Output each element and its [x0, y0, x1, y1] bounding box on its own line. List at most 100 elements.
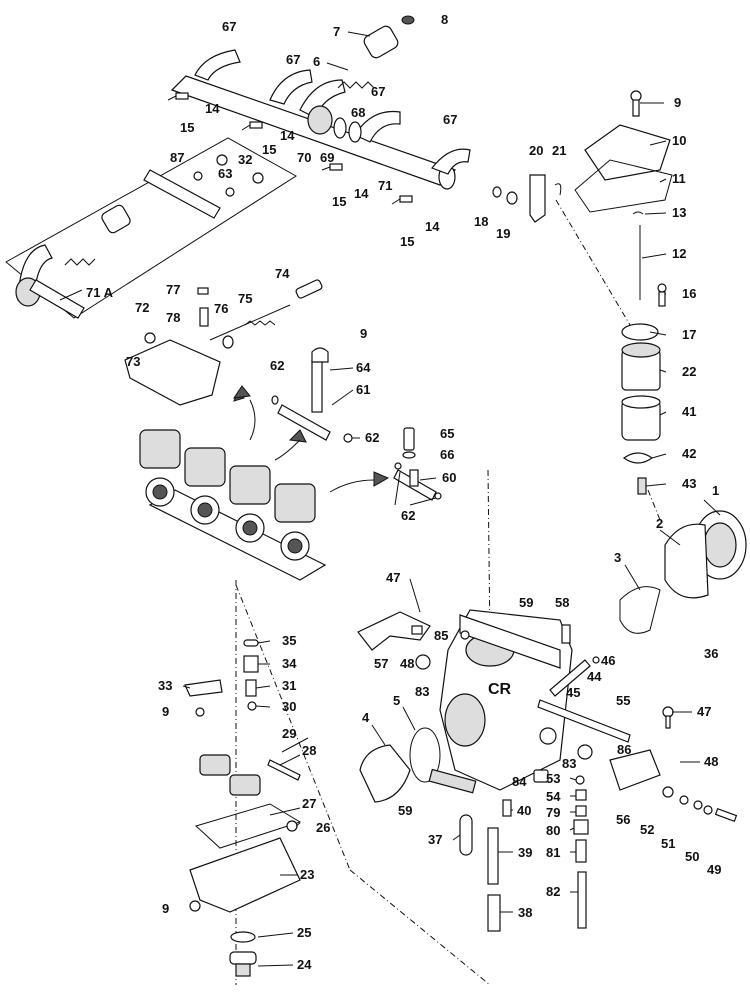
- part-label-2: 2: [656, 516, 663, 531]
- part-label-79: 79: [546, 805, 560, 820]
- part-label-53: 53: [546, 771, 560, 786]
- part-label-71: 71: [378, 178, 392, 193]
- part-label-66: 66: [440, 447, 454, 462]
- part-label-5: 5: [393, 693, 400, 708]
- part-label-9-bowl: 9: [162, 704, 169, 719]
- part-label-49: 49: [707, 862, 721, 877]
- part-label-82: 82: [546, 884, 560, 899]
- part-label-30: 30: [282, 699, 296, 714]
- part-label-71a: 71 A: [86, 285, 114, 300]
- throttle-shaft-assembly: [167, 15, 562, 223]
- part-label-41: 41: [682, 404, 696, 419]
- part-label-72: 72: [135, 300, 149, 315]
- part-label-6: 6: [313, 54, 320, 69]
- part-label-15d: 15: [400, 234, 414, 249]
- part-label-68: 68: [351, 105, 365, 120]
- part-label-31: 31: [282, 678, 296, 693]
- part-label-20: 20: [529, 143, 543, 158]
- part-label-78: 78: [166, 310, 180, 325]
- part-label-54: 54: [546, 789, 561, 804]
- part-label-83a: 83: [415, 684, 429, 699]
- part-label-80: 80: [546, 823, 560, 838]
- part-label-35: 35: [282, 633, 296, 648]
- carburetor-bank: [139, 385, 390, 581]
- part-label-50: 50: [685, 849, 699, 864]
- part-label-42: 42: [682, 446, 696, 461]
- jets: [459, 769, 589, 932]
- part-label-70: 70: [297, 150, 311, 165]
- part-label-21: 21: [552, 143, 566, 158]
- part-label-67b: 67: [286, 52, 300, 67]
- part-label-8: 8: [441, 12, 448, 27]
- part-label-76: 76: [214, 301, 228, 316]
- part-label-57: 57: [374, 656, 388, 671]
- carburetor-body: CR: [357, 510, 747, 823]
- part-label-65: 65: [440, 426, 454, 441]
- part-label-37: 37: [428, 832, 442, 847]
- part-label-36: 36: [704, 646, 718, 661]
- leader-lines: [59, 31, 721, 967]
- part-label-73: 73: [126, 354, 140, 369]
- part-label-59b: 59: [398, 803, 412, 818]
- part-label-27: 27: [302, 796, 316, 811]
- part-label-19: 19: [496, 226, 510, 241]
- part-label-17: 17: [682, 327, 696, 342]
- part-label-77: 77: [166, 282, 180, 297]
- link-arm-cable: [124, 279, 323, 406]
- part-labels: 1 2 3 4 5 6 7 8 9 9 9 9 10 11 12 13 14 1…: [86, 12, 721, 972]
- part-label-75: 75: [238, 291, 252, 306]
- part-label-44: 44: [587, 669, 602, 684]
- part-label-62a: 62: [270, 358, 284, 373]
- part-label-58: 58: [555, 595, 569, 610]
- fuel-joints: [271, 347, 442, 501]
- vacuum-piston-group: [574, 90, 673, 495]
- part-label-86: 86: [617, 742, 631, 757]
- part-label-46: 46: [601, 653, 615, 668]
- part-label-56: 56: [616, 812, 630, 827]
- part-label-52: 52: [640, 822, 654, 837]
- part-label-11: 11: [672, 171, 686, 186]
- part-label-16: 16: [682, 286, 696, 301]
- inset-71a: [5, 137, 297, 319]
- part-label-18: 18: [474, 214, 488, 229]
- part-label-51: 51: [661, 836, 675, 851]
- part-label-74: 74: [275, 266, 290, 281]
- part-label-33: 33: [158, 678, 172, 693]
- part-label-28: 28: [302, 743, 316, 758]
- part-label-14d: 14: [425, 219, 440, 234]
- float-bowl-group: [184, 639, 302, 977]
- part-label-47b: 47: [697, 704, 711, 719]
- part-label-60: 60: [442, 470, 456, 485]
- part-label-64: 64: [356, 360, 371, 375]
- part-label-14b: 14: [280, 128, 295, 143]
- part-label-7: 7: [333, 24, 340, 39]
- part-label-25: 25: [297, 925, 311, 940]
- part-label-67c: 67: [371, 84, 385, 99]
- part-label-62b: 62: [365, 430, 379, 445]
- part-label-40: 40: [517, 803, 531, 818]
- part-label-84: 84: [512, 774, 527, 789]
- part-label-15c: 15: [332, 194, 346, 209]
- part-label-26: 26: [316, 820, 330, 835]
- carb-unit: [139, 429, 316, 561]
- part-label-14a: 14: [205, 101, 220, 116]
- part-label-69: 69: [320, 150, 334, 165]
- part-label-48b: 48: [704, 754, 718, 769]
- part-label-14c: 14: [354, 186, 369, 201]
- part-label-29: 29: [282, 726, 296, 741]
- part-label-38: 38: [518, 905, 532, 920]
- part-label-24: 24: [297, 957, 312, 972]
- part-label-59a: 59: [519, 595, 533, 610]
- part-label-43: 43: [682, 476, 696, 491]
- part-label-9-base: 9: [162, 901, 169, 916]
- part-label-39: 39: [518, 845, 532, 860]
- part-label-62c: 62: [401, 508, 415, 523]
- part-label-55: 55: [616, 693, 630, 708]
- carb-body-mark: CR: [488, 681, 512, 698]
- part-label-32: 32: [238, 152, 252, 167]
- part-label-61: 61: [356, 382, 370, 397]
- part-label-63: 63: [218, 166, 232, 181]
- part-label-15b: 15: [262, 142, 276, 157]
- part-label-45: 45: [566, 685, 580, 700]
